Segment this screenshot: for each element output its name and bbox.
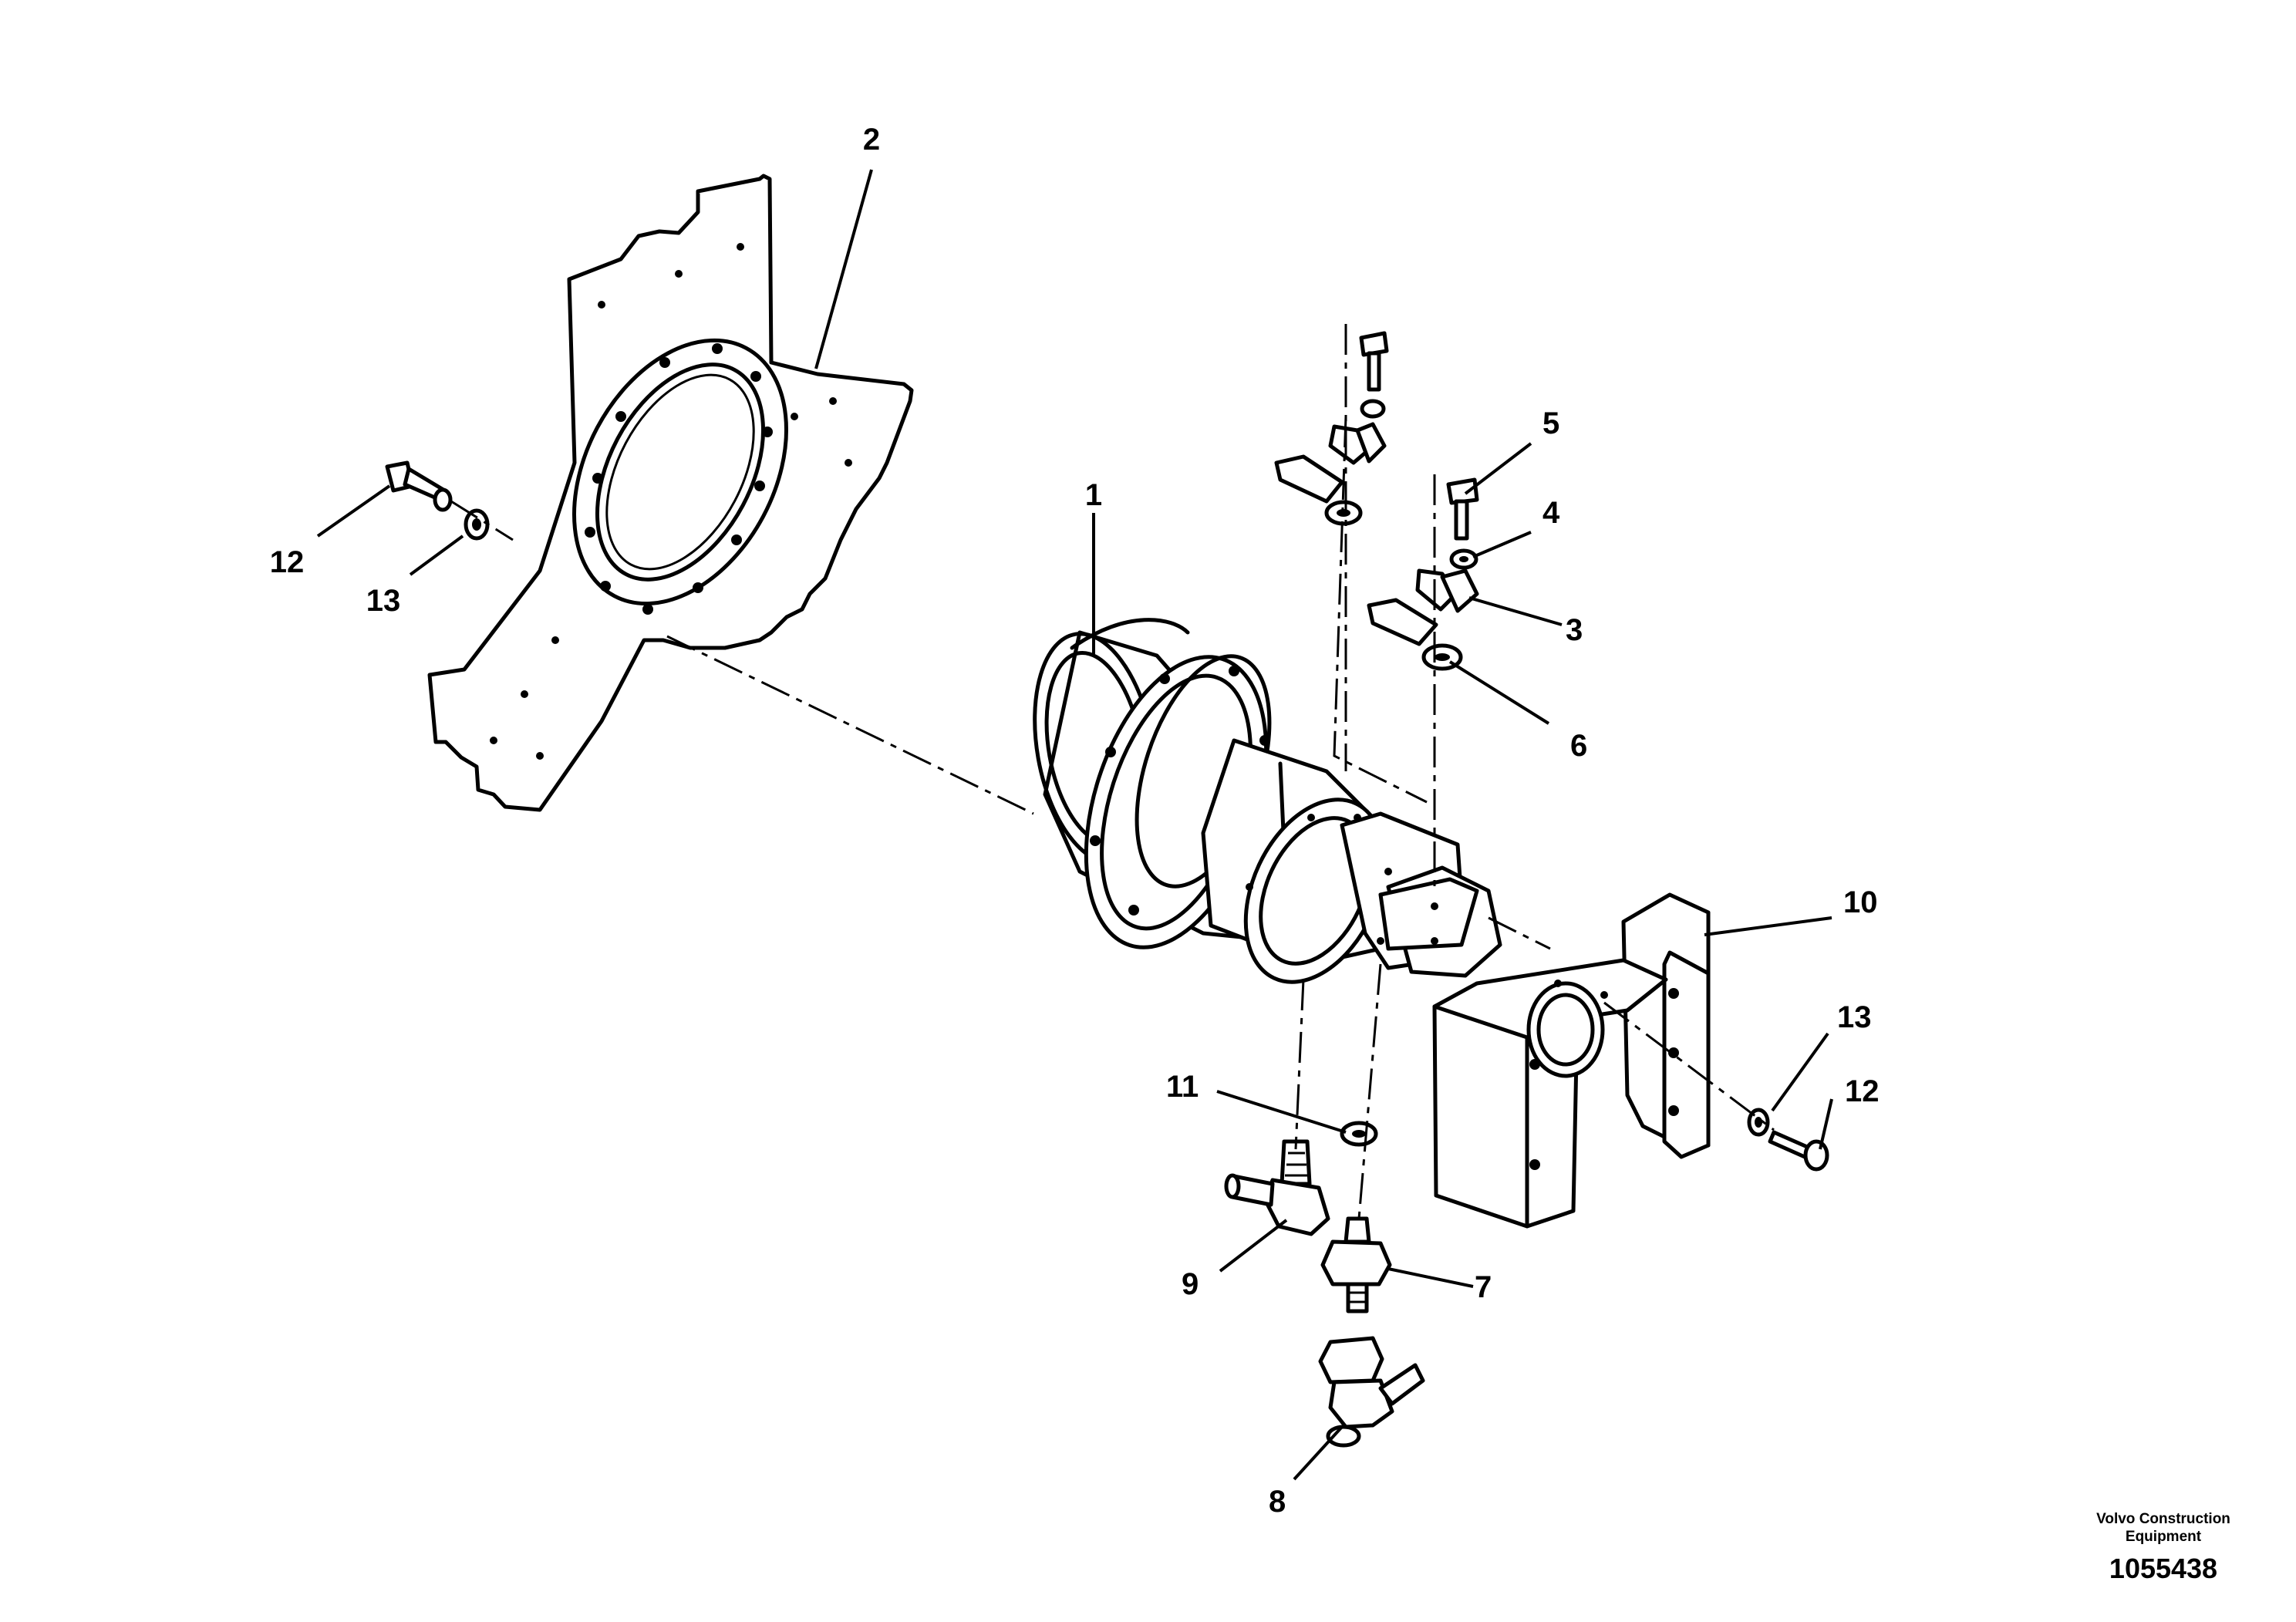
- plate-bolt-holes: [490, 243, 852, 760]
- callout-13-left: 13: [366, 584, 401, 618]
- callout-2: 2: [863, 123, 880, 157]
- bolt-part-12-left: [385, 460, 453, 512]
- callout-7: 7: [1475, 1270, 1492, 1304]
- callout-3: 3: [1566, 613, 1583, 647]
- upper-bolt-assembly: [1274, 331, 1389, 526]
- adapter-fitting-part-7: [1320, 1216, 1392, 1313]
- callout-5: 5: [1542, 406, 1559, 440]
- bracket-part-10: [1432, 892, 1711, 1229]
- document-number: 1055438: [2109, 1553, 2218, 1584]
- washer-part-11: [1340, 1121, 1378, 1147]
- callout-6: 6: [1570, 729, 1587, 763]
- callout-12-right: 12: [1845, 1074, 1880, 1108]
- washer-part-13-left: [464, 508, 490, 541]
- callout-11: 11: [1166, 1070, 1199, 1104]
- drawing-footer: Volvo Construction Equipment 1055438: [2067, 1510, 2260, 1586]
- brand-line-2: Equipment: [2125, 1529, 2202, 1545]
- callout-4: 4: [1542, 496, 1560, 530]
- grease-fitting-part-9: [1224, 1139, 1330, 1236]
- axle-housing-part-1: [1033, 618, 1502, 984]
- callout-labels: 2 1 12 13 5 4 3 6 10 11 13 12 9 7 8: [270, 123, 1880, 1519]
- bolt-part-5: [1446, 477, 1479, 541]
- callout-9: 9: [1182, 1267, 1199, 1301]
- callout-1: 1: [1085, 478, 1102, 512]
- callout-10: 10: [1843, 885, 1878, 919]
- elbow-fitting-part-8: [1318, 1336, 1425, 1448]
- callout-13-right: 13: [1837, 1000, 1872, 1034]
- hub-end-holes: [1246, 814, 1438, 945]
- lockwasher-part-4: [1449, 548, 1478, 570]
- bracket-holes: [1529, 980, 1679, 1170]
- callout-12-left: 12: [270, 545, 305, 579]
- mounting-plate-part-2: [427, 174, 914, 812]
- assembly-axes: [450, 324, 1775, 1219]
- bolt-part-12-right: [1768, 1130, 1829, 1172]
- brand-line-1: Volvo Construction: [2096, 1511, 2230, 1527]
- leader-lines: [316, 169, 1833, 1481]
- callout-8: 8: [1269, 1485, 1286, 1519]
- clamp-part-3: [1367, 568, 1479, 646]
